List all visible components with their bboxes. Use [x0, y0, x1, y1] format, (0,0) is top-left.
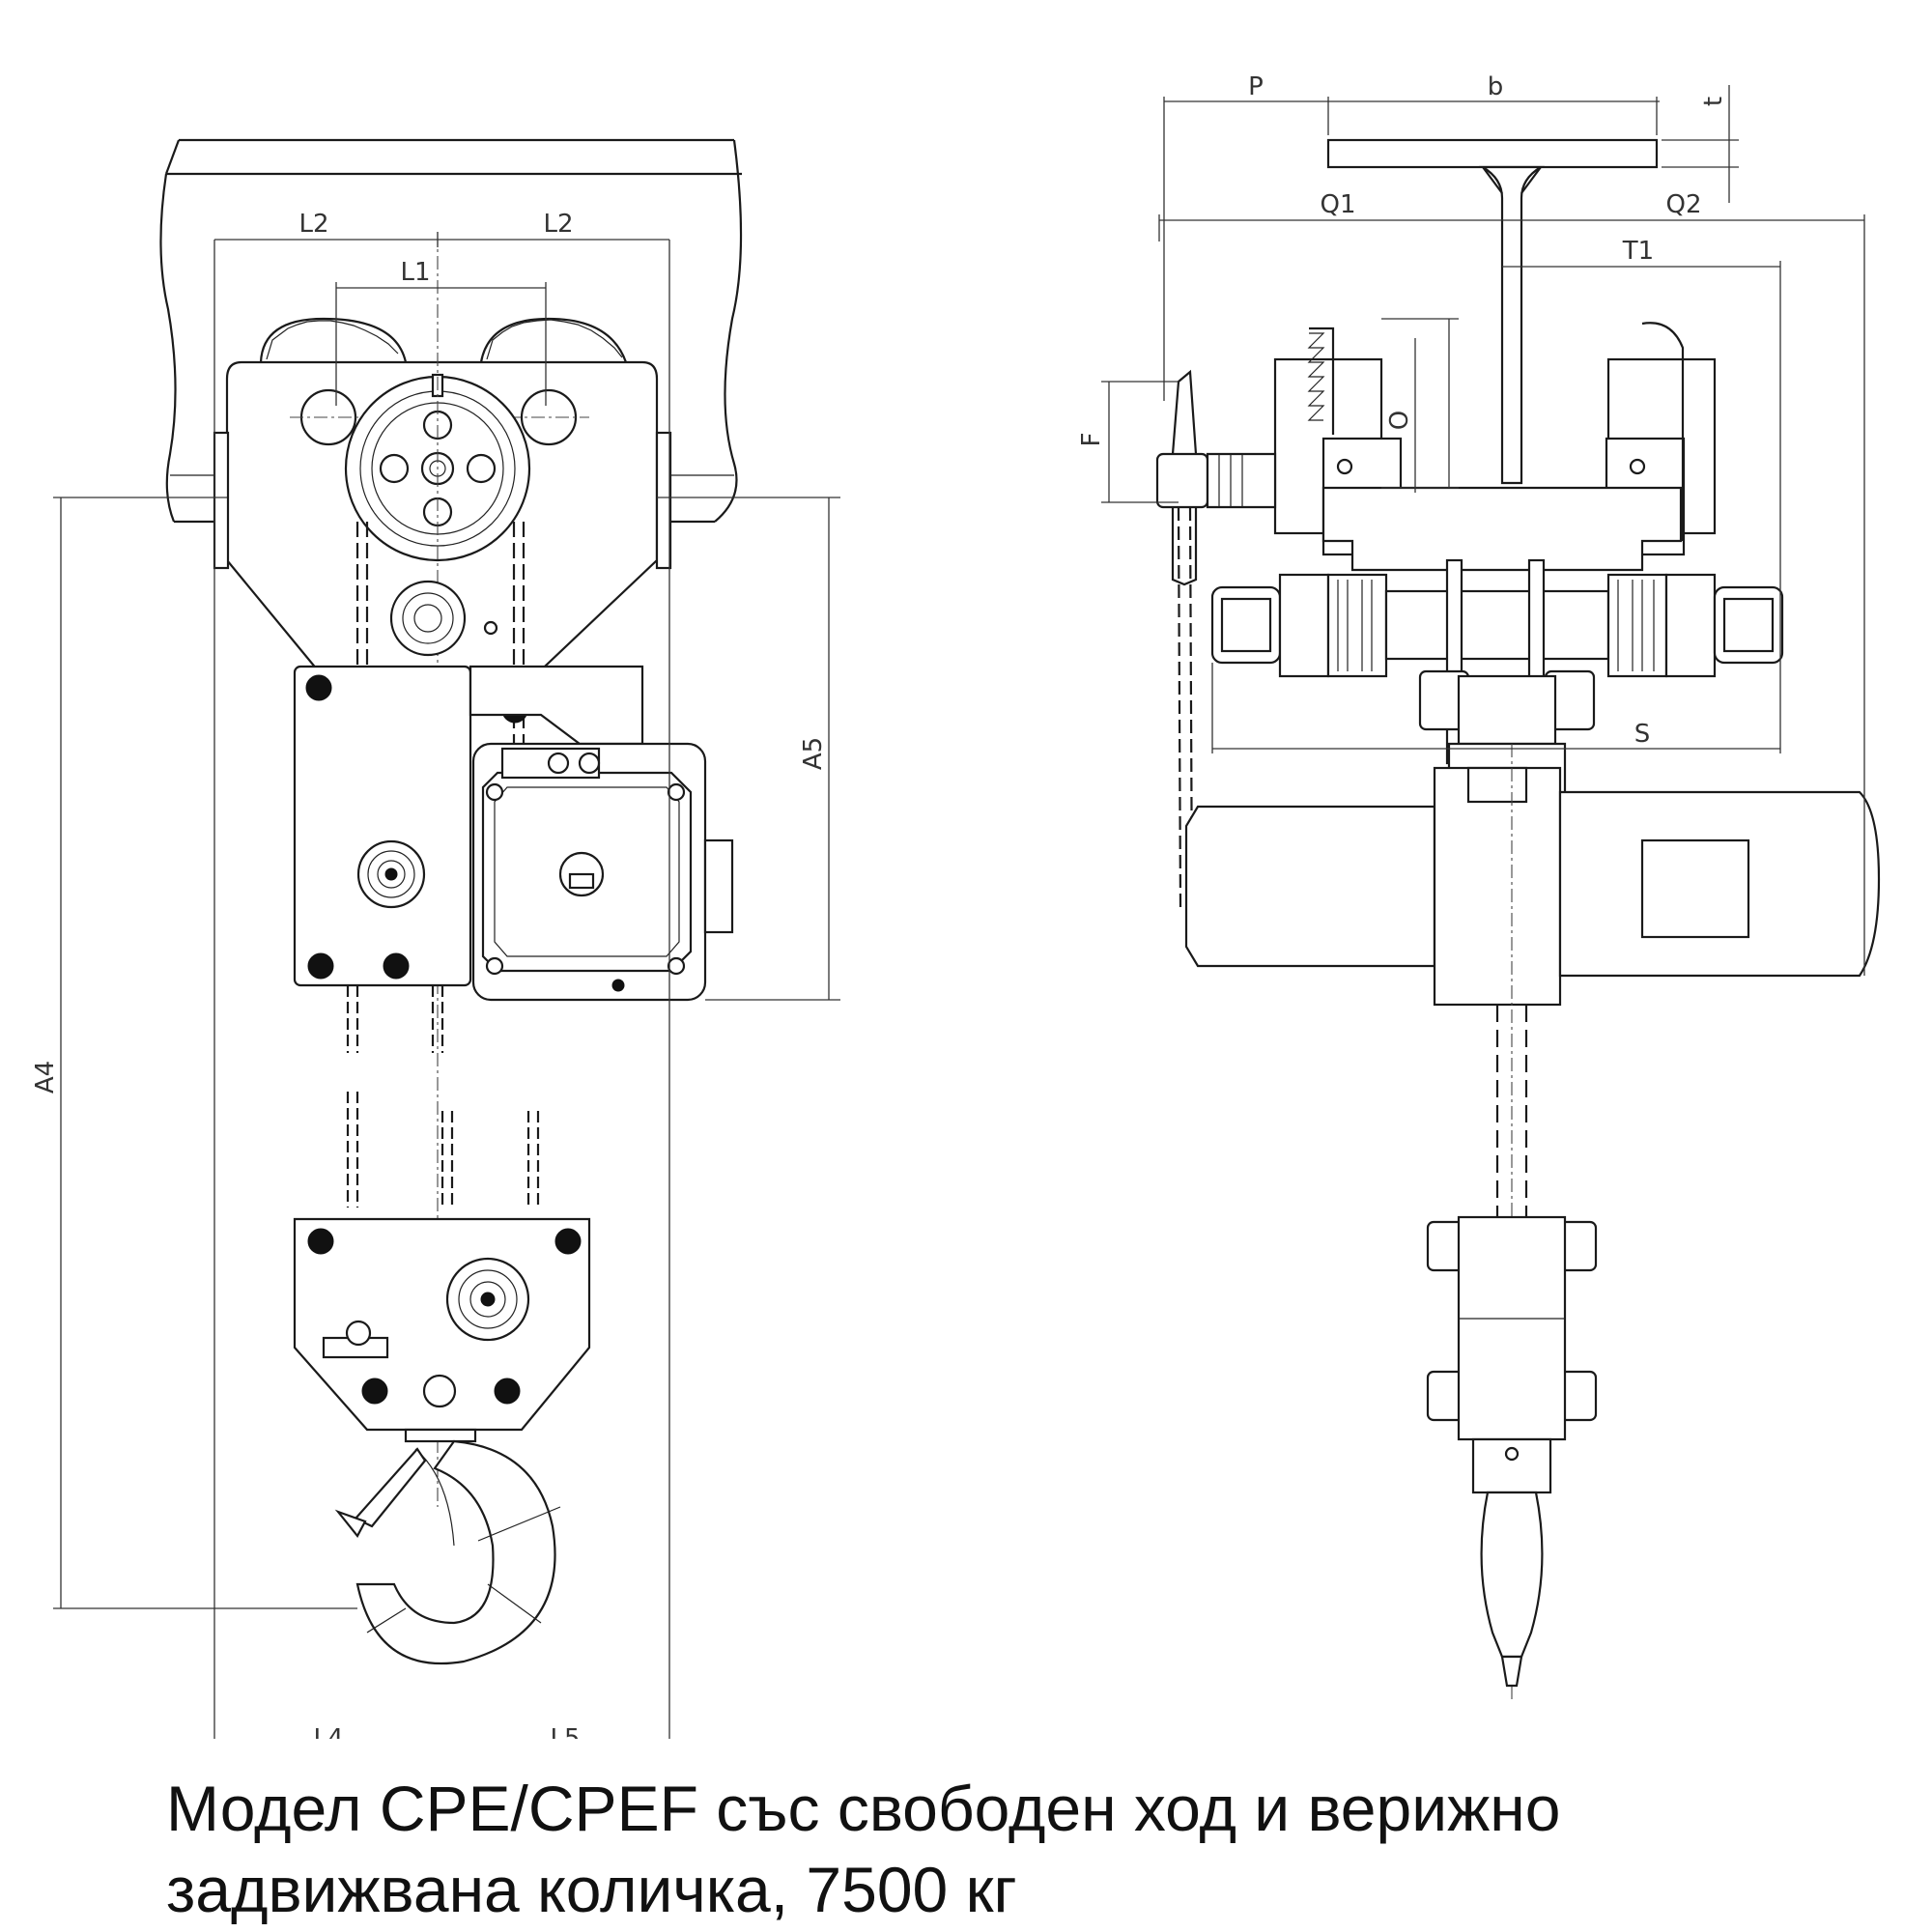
- bottom-block-side: [1426, 1215, 1598, 1688]
- dim-label-L1: L1: [400, 258, 430, 287]
- dim-label-t: t: [1699, 97, 1728, 106]
- dim-label-F: F: [1077, 433, 1106, 447]
- side-chain-wheel: [1155, 369, 1277, 909]
- dim-label-S: S: [1634, 720, 1651, 749]
- dim-label-L5: L5: [550, 1724, 580, 1739]
- dim-label-T1: T1: [1622, 237, 1654, 266]
- side-load-chain: [1495, 1005, 1528, 1227]
- technical-drawing: L2 L2 L1 L4 L5 A4 A5: [31, 72, 1881, 1739]
- load-chains: [346, 985, 540, 1208]
- ratchet: [389, 580, 498, 657]
- hook-block: [293, 1217, 591, 1443]
- dim-label-L2-right: L2: [543, 210, 573, 239]
- caption-line-1: Модел CPE/CPEF със свободен ход и верижн…: [166, 1773, 1561, 1844]
- dim-label-O: O: [1385, 411, 1414, 430]
- trolley-plates: [1273, 322, 1717, 572]
- motor-box: [471, 742, 734, 1002]
- dim-label-P: P: [1248, 72, 1264, 101]
- axle-wheels: [1210, 558, 1784, 765]
- dim-label-L4: L4: [313, 1724, 343, 1739]
- dimensions-front: [53, 232, 840, 1739]
- hook: [334, 1439, 561, 1665]
- hoist-body: [293, 665, 644, 987]
- dim-label-A4: A4: [31, 1061, 60, 1094]
- dim-label-L2-left: L2: [298, 210, 328, 239]
- caption: Модел CPE/CPEF със свободен ход и верижн…: [166, 1768, 1905, 1930]
- i-beam: [1326, 138, 1659, 485]
- chain-wheel: [344, 232, 531, 1507]
- dim-label-Q1: Q1: [1320, 190, 1355, 219]
- dim-label-A5: A5: [799, 737, 828, 770]
- front-view: L2 L2 L1 L4 L5 A4 A5: [31, 138, 840, 1739]
- side-view: P b t Q1 Q2 T1 O F S: [1077, 72, 1881, 1700]
- dim-label-b: b: [1488, 72, 1504, 101]
- hoist-side: [1184, 744, 1881, 1700]
- dim-label-Q2: Q2: [1665, 190, 1701, 219]
- dimensions-side: [1101, 85, 1865, 976]
- caption-line-2: задвижвана количка, 7500 кг: [166, 1854, 1017, 1925]
